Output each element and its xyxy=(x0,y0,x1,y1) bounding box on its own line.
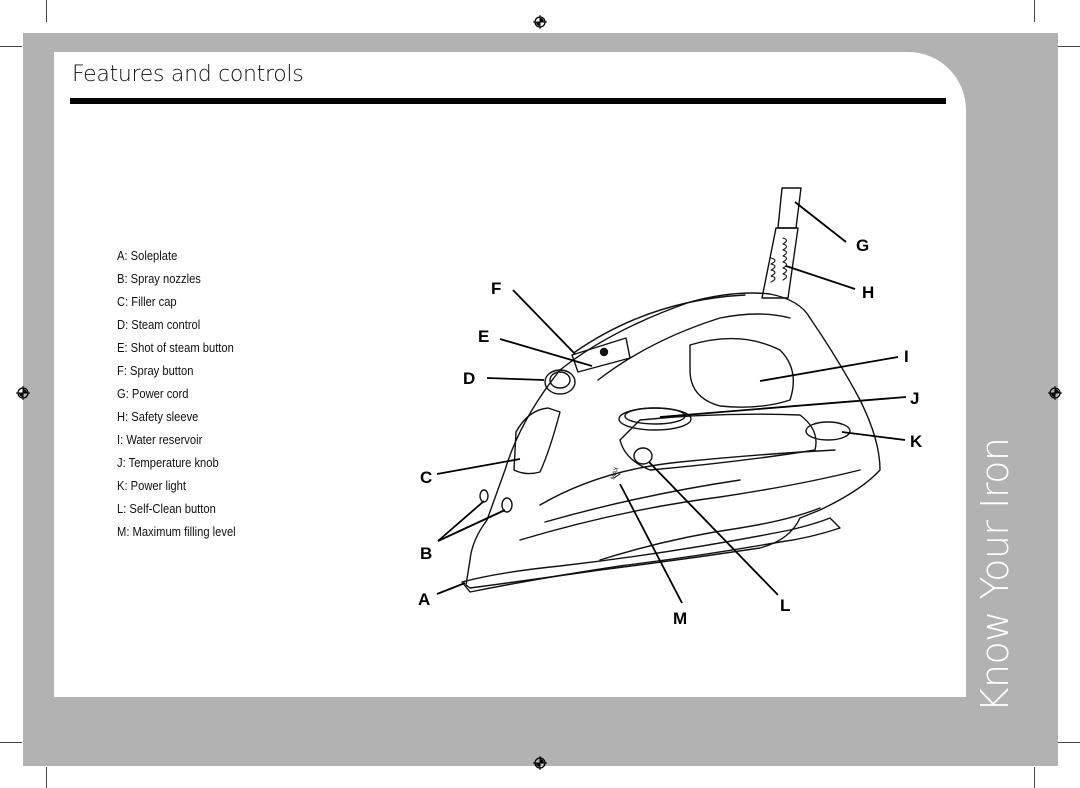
callout-d: D xyxy=(463,369,475,388)
legend-item-m: M: Maximum filling level xyxy=(117,524,236,539)
parts-legend: A: Soleplate B: Spray nozzles C: Filler … xyxy=(117,244,236,543)
leader-lines xyxy=(436,201,907,604)
handle-opening xyxy=(689,337,794,408)
registration-mark-top-icon xyxy=(533,15,547,29)
spray-button xyxy=(571,337,631,373)
steam-control xyxy=(544,369,576,395)
registration-mark-left-icon xyxy=(16,386,30,400)
legend-item-h: H: Safety sleeve xyxy=(117,409,199,424)
legend-item-a: A: Soleplate xyxy=(117,248,178,263)
spray-nozzle-2 xyxy=(501,497,513,513)
iron-drawing xyxy=(461,187,881,593)
legend-item-f: F: Spray button xyxy=(117,363,194,378)
legend-item-e: E: Shot of steam button xyxy=(117,340,234,355)
legend-item-k: K: Power light xyxy=(117,478,186,493)
legend-item-l: L: Self-Clean button xyxy=(117,501,216,516)
legend-item-j: J: Temperature knob xyxy=(117,455,219,470)
crop-mark-top-left-v xyxy=(46,0,47,22)
registration-mark-bottom-icon xyxy=(533,756,547,770)
callout-f: F xyxy=(491,279,501,298)
legend-item-c: C: Filler cap xyxy=(117,294,177,309)
legend-item-i: I: Water reservoir xyxy=(117,432,203,447)
page-title: Features and controls xyxy=(72,62,304,87)
callout-k: K xyxy=(910,432,923,451)
spray-nozzle-1 xyxy=(479,489,489,503)
content-panel xyxy=(54,52,966,697)
crop-mark-bottom-right-h xyxy=(1058,742,1080,743)
crop-mark-top-right-h xyxy=(1058,46,1080,47)
callout-j: J xyxy=(910,389,919,408)
callout-l: L xyxy=(780,596,790,615)
filler-cap xyxy=(513,407,561,475)
callout-g: G xyxy=(856,236,869,255)
safety-sleeve xyxy=(761,227,799,299)
crop-mark-bottom-right-v xyxy=(1034,767,1035,788)
callout-letters: G H F E D I J K C B A M L xyxy=(418,236,923,628)
callout-m: M xyxy=(673,609,687,628)
registration-mark-right-icon xyxy=(1048,386,1062,400)
callout-b: B xyxy=(420,544,432,563)
callout-a: A xyxy=(418,590,430,609)
crop-mark-bottom-left-h xyxy=(0,742,22,743)
callout-e: E xyxy=(478,327,489,346)
legend-item-g: G: Power cord xyxy=(117,386,189,401)
power-light xyxy=(805,421,851,441)
iron-body-outline xyxy=(465,292,881,589)
crop-mark-top-left-h xyxy=(0,46,22,47)
legend-item-b: B: Spray nozzles xyxy=(117,271,201,286)
legend-item-d: D: Steam control xyxy=(117,317,201,332)
title-rule xyxy=(70,98,946,104)
callout-c: C xyxy=(420,468,432,487)
soleplate xyxy=(461,517,841,593)
self-clean-button xyxy=(633,447,653,465)
callout-h: H xyxy=(862,283,874,302)
power-cord xyxy=(777,187,802,229)
max-marking: MAX xyxy=(610,466,620,480)
crop-mark-top-right-v xyxy=(1034,0,1035,22)
crop-mark-bottom-left-v xyxy=(46,767,47,788)
callout-i: I xyxy=(904,347,909,366)
